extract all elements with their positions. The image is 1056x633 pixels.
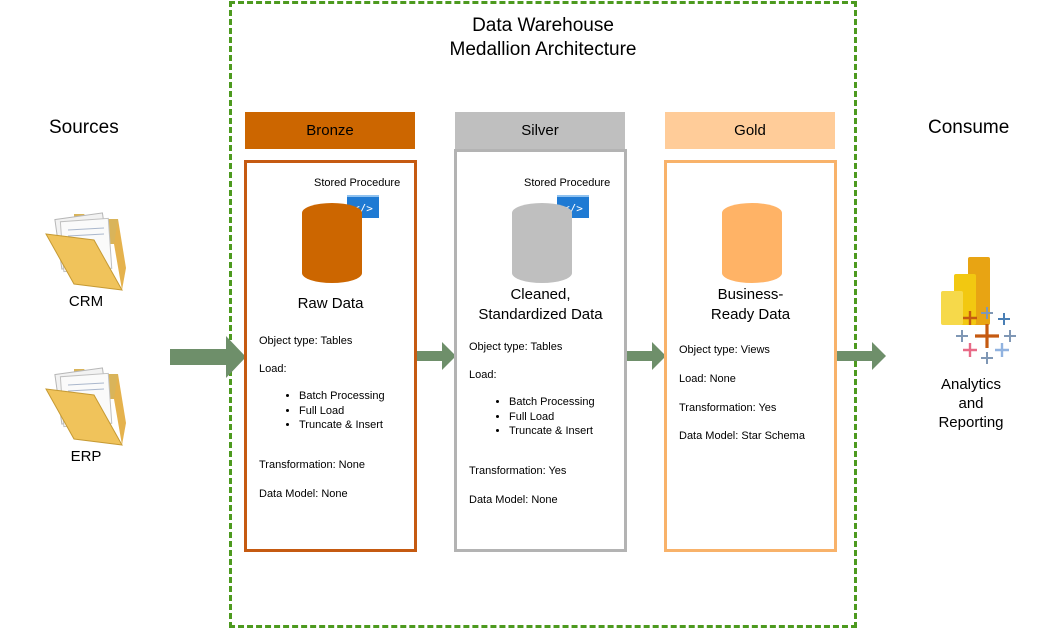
arrow-silver-to-gold: [626, 342, 666, 370]
arrow-bronze-to-silver: [416, 342, 456, 370]
silver-load-label: Load:: [469, 369, 497, 381]
silver-header-label: Silver: [521, 122, 559, 139]
consume-heading: Consume: [928, 117, 1010, 138]
bronze-transformation: Transformation: None: [259, 459, 365, 471]
silver-load-list: Batch Processing Full Load Truncate & In…: [469, 395, 595, 439]
gold-title-line2: Ready Data: [710, 306, 791, 323]
consume-label: Analytics and Reporting: [921, 375, 1021, 432]
source-erp-label: ERP: [70, 448, 102, 465]
power-bi-icon: [941, 257, 990, 325]
consume-label-line3: Reporting: [938, 414, 1004, 431]
list-item: Batch Processing: [509, 395, 595, 410]
consume-label-line2: and: [958, 395, 984, 412]
list-item: Truncate & Insert: [299, 418, 385, 433]
silver-title: Cleaned, Standardized Data: [457, 285, 624, 325]
arrow-sources-to-bronze: [170, 336, 246, 378]
gold-title-line1: Business-: [717, 286, 784, 303]
bronze-load-list: Batch Processing Full Load Truncate & In…: [259, 389, 385, 433]
bronze-title: Raw Data: [247, 294, 414, 314]
gold-data-model: Data Model: Star Schema: [679, 430, 805, 442]
gold-header: Gold: [665, 112, 835, 149]
data-warehouse-container: [229, 1, 857, 628]
consume-label-line1: Analytics: [940, 376, 1002, 393]
gold-load: Load: None: [679, 373, 736, 385]
list-item: Full Load: [299, 404, 385, 419]
gold-header-label: Gold: [734, 122, 766, 139]
bronze-object-type: Object type: Tables: [259, 335, 353, 347]
source-crm-label: CRM: [68, 293, 104, 310]
bronze-header-label: Bronze: [306, 122, 354, 139]
database-icon: [722, 203, 782, 283]
gold-title: Business- Ready Data: [667, 285, 834, 325]
folder-icon: [45, 212, 126, 291]
gold-layer-box: Business- Ready Data Object type: Views …: [664, 160, 837, 552]
arrow-gold-to-consume: [836, 342, 886, 370]
bronze-load-label: Load:: [259, 363, 287, 375]
silver-header: Silver: [455, 112, 625, 149]
silver-title-line1: Cleaned,: [510, 286, 571, 303]
bronze-layer-box: Stored Procedure </> Raw Data Object typ…: [244, 160, 417, 552]
bronze-stored-procedure-label: Stored Procedure: [314, 177, 401, 189]
list-item: Full Load: [509, 410, 595, 425]
diagram-title: Data Warehouse Medallion Architecture: [229, 14, 857, 62]
bronze-header: Bronze: [245, 112, 415, 149]
tableau-icon: [956, 307, 1016, 364]
folder-icon: [45, 367, 126, 446]
sources-heading: Sources: [49, 117, 119, 138]
gold-transformation: Transformation: Yes: [679, 402, 777, 414]
diagram-title-line2: Medallion Architecture: [449, 39, 637, 60]
diagram-title-line1: Data Warehouse: [472, 15, 614, 36]
silver-transformation: Transformation: Yes: [469, 465, 567, 477]
gold-object-type: Object type: Views: [679, 344, 770, 356]
silver-object-type: Object type: Tables: [469, 341, 563, 353]
list-item: Truncate & Insert: [509, 424, 595, 439]
silver-title-line2: Standardized Data: [478, 306, 603, 323]
bronze-title-line1: Raw Data: [297, 295, 364, 312]
silver-layer-box: Stored Procedure </> Cleaned, Standardiz…: [454, 149, 627, 552]
silver-stored-procedure-label: Stored Procedure: [524, 177, 611, 189]
silver-data-model: Data Model: None: [469, 494, 558, 506]
list-item: Batch Processing: [299, 389, 385, 404]
bronze-data-model: Data Model: None: [259, 488, 348, 500]
database-icon: [512, 203, 572, 283]
database-icon: [302, 203, 362, 283]
